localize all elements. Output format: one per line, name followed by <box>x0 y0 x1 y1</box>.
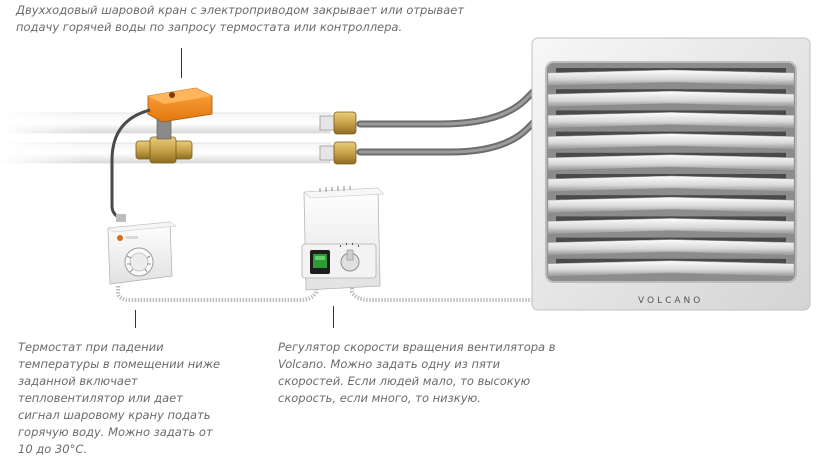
heater-louver <box>547 90 795 107</box>
regulator-caption: Регулятор скорости вращения вентилятора … <box>278 340 556 405</box>
heater-louver <box>547 133 795 149</box>
heater-louver <box>547 260 795 277</box>
heater-louver <box>547 239 795 255</box>
ball-valve-actuator-icon <box>110 87 213 220</box>
leader-lines <box>135 48 334 328</box>
valve-caption: Двухходовый шаровой кран с электропривод… <box>16 3 465 34</box>
heater-brand-label: VOLCANO <box>638 296 704 306</box>
thermostat-caption: Термостат при падении температуры в поме… <box>18 340 221 456</box>
heater-louver <box>547 154 795 171</box>
heater-louver <box>547 175 795 192</box>
thermostat-icon <box>107 214 177 285</box>
coiled-cables <box>116 282 560 302</box>
pipe-fittings <box>319 111 357 165</box>
heater-louver <box>547 112 795 128</box>
unit-heater-icon <box>531 37 811 311</box>
flexible-hoses <box>356 76 552 156</box>
heater-louver <box>547 69 795 86</box>
heater-louver <box>547 196 795 213</box>
speed-regulator-icon <box>301 186 385 291</box>
heater-louver <box>547 218 795 234</box>
